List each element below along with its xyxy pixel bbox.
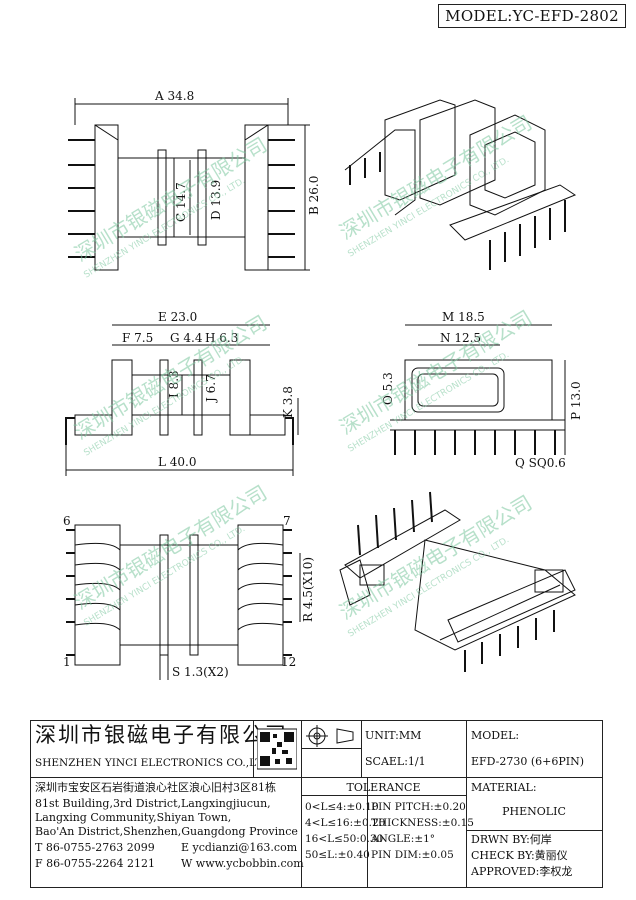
- pin-7: 7: [283, 514, 291, 528]
- bottom-view: 6 7 1 12 R 4.5(X10) S 1.3(X2): [63, 514, 315, 680]
- projection-symbol-icon: [305, 725, 357, 747]
- model-header: MODEL:: [471, 729, 520, 742]
- email: E ycdianzi@163.com: [181, 841, 298, 854]
- address-line-1: 81st Building,3rd District,Langxingjiucu…: [35, 797, 271, 810]
- company-name-en: SHENZHEN YINCI ELECTRONICS CO.,LTD.: [35, 757, 274, 769]
- dim-K: K 3.8: [281, 386, 295, 418]
- telephone: T 86-0755-2763 2099: [35, 841, 155, 854]
- qr-code-icon: [256, 726, 298, 772]
- fax: F 86-0755-2264 2121: [35, 857, 156, 870]
- address-cn: 深圳市宝安区石岩街道浪心社区浪心旧村3区81栋: [35, 781, 276, 794]
- dim-O: O 5.3: [381, 372, 395, 405]
- dim-C: C 14.7: [174, 182, 188, 222]
- tolerance-4: 50≤L:±0.40: [305, 849, 370, 861]
- model-label: MODEL:YC-EFD-2802: [438, 4, 626, 28]
- dim-J: J 6.7: [204, 374, 218, 404]
- dim-S: S 1.3(X2): [172, 665, 229, 679]
- tolerance-1: 0<L≤4:±0.10: [305, 801, 379, 813]
- website: W www.ycbobbin.com: [181, 857, 304, 870]
- material-value: PHENOLIC: [502, 805, 566, 818]
- angle-tolerance: ANGLE:±1°: [371, 833, 436, 845]
- watermark-cn-6: 深圳市银磁电子有限公司: [335, 490, 536, 624]
- company-name-cn: 深圳市银磁电子有限公司: [35, 723, 288, 747]
- dim-I: I 8.3: [167, 370, 181, 398]
- dim-M: M 18.5: [442, 310, 485, 324]
- dim-H: H 6.3: [205, 331, 238, 345]
- drawn-by: DRWN BY:何岸: [471, 833, 552, 846]
- thickness-tolerance: THICKNESS:±0.15: [371, 817, 474, 829]
- front-view: M 18.5 N 12.5 O 5.3 P 13.0 Q SQ0.6: [381, 310, 583, 470]
- approved-by: APPROVED:李权龙: [471, 865, 573, 878]
- dim-L: L 40.0: [158, 455, 197, 469]
- tolerance-3: 16<L≤50:0.30: [305, 833, 384, 845]
- checked-by: CHECK BY:黄丽仪: [471, 849, 568, 862]
- dim-E: E 23.0: [158, 310, 197, 324]
- tolerance-header: TOLERANCE: [346, 781, 421, 794]
- top-view: A 34.8 C 14.7 D 13.9 B 26.0: [68, 89, 321, 271]
- pin-6: 6: [63, 514, 71, 528]
- dim-D: D 13.9: [209, 180, 223, 220]
- side-view: E 23.0 F 7.5 G 4.4 H 6.3 I 8.3 J 6.7 K 3…: [65, 310, 299, 476]
- address-line-2: Langxing Community,Shiyan Town,: [35, 811, 232, 824]
- watermark-cn-1: 深圳市银磁电子有限公司: [70, 132, 271, 266]
- iso-view-top: [344, 99, 577, 270]
- dim-N: N 12.5: [440, 331, 481, 345]
- dim-B: B 26.0: [307, 176, 321, 215]
- dim-Q: Q SQ0.6: [515, 456, 566, 470]
- address-line-3: Bao'An District,Shenzhen,Guangdong Provi…: [35, 825, 298, 838]
- dim-P: P 13.0: [569, 381, 583, 420]
- dim-F: F 7.5: [122, 331, 153, 345]
- drawing-canvas: A 34.8 C 14.7 D 13.9 B 26.0: [63, 89, 583, 680]
- pin-12: 12: [281, 655, 296, 669]
- model-value: EFD-2730 (6+6PIN): [471, 755, 585, 768]
- tolerance-2: 4<L≤16:±0.20: [305, 817, 386, 829]
- pin-pitch-tolerance: PIN PITCH:±0.20: [371, 801, 466, 813]
- material-header: MATERIAL:: [471, 781, 537, 794]
- scale-label: SCAEL:1/1: [365, 755, 426, 768]
- unit-label: UNIT:MM: [365, 729, 422, 742]
- dim-G: G 4.4: [170, 331, 203, 345]
- title-block: 深圳市银磁电子有限公司 SHENZHEN YINCI ELECTRONICS C…: [30, 720, 603, 888]
- pin-1: 1: [63, 655, 71, 669]
- dim-R: R 4.5(X10): [301, 557, 315, 622]
- dim-A: A 34.8: [154, 89, 194, 103]
- pin-dim-tolerance: PIN DIM:±0.05: [371, 849, 454, 861]
- iso-view-bottom: [339, 491, 576, 672]
